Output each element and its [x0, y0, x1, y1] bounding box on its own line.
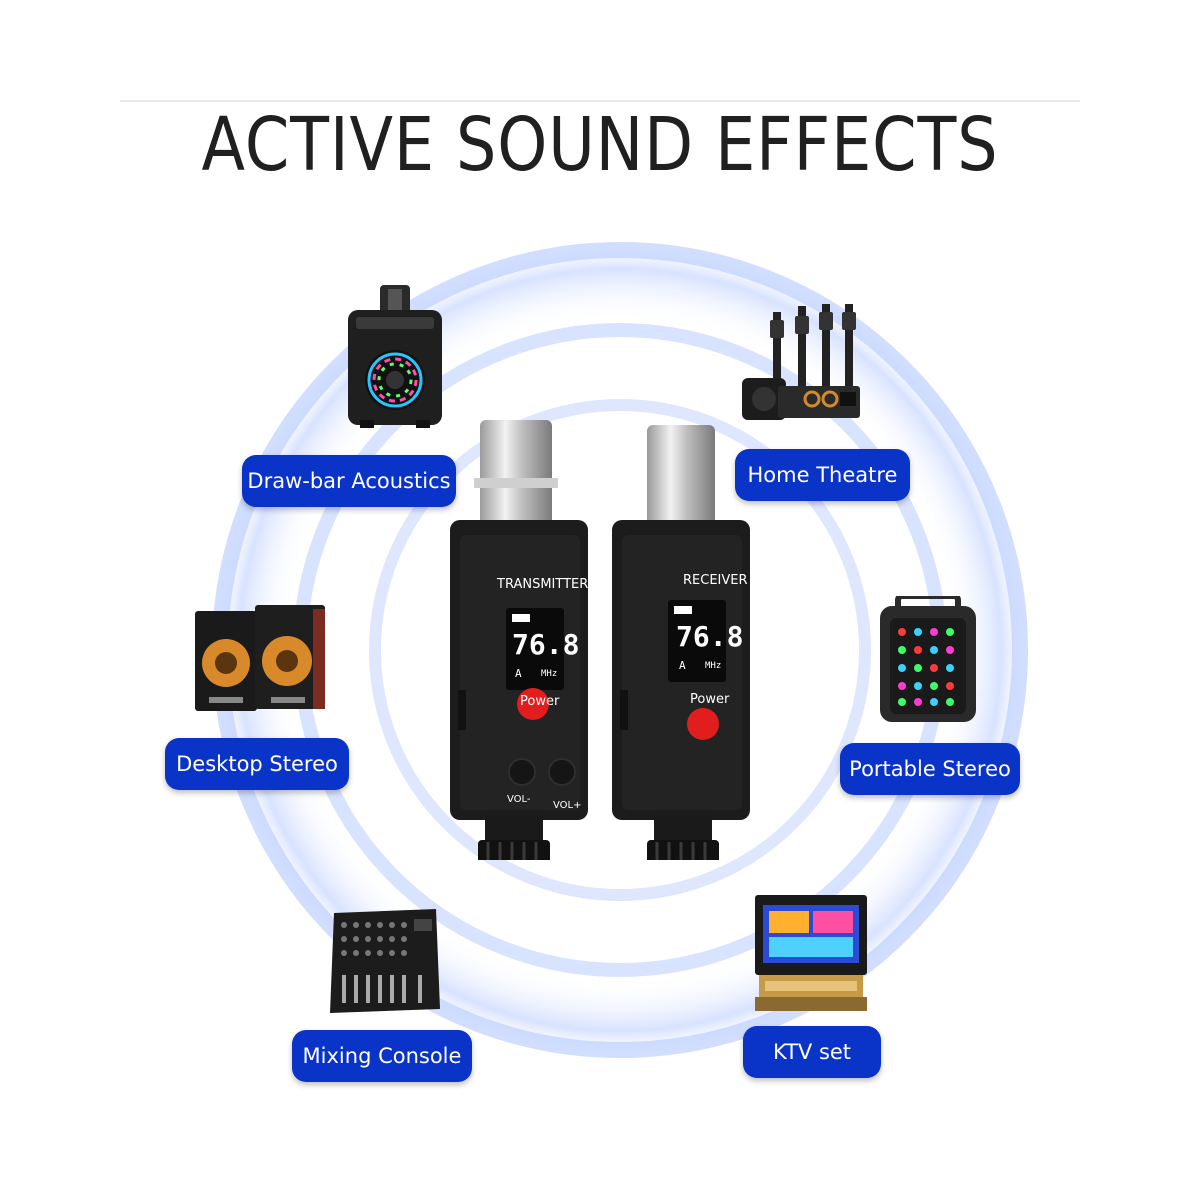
transmitter-label: TRANSMITTER — [497, 577, 589, 592]
transmitter-frequency: 76.8 — [512, 628, 580, 661]
drawbar-speaker-image — [348, 285, 442, 428]
receiver-label: RECEIVER — [683, 573, 748, 588]
label-portable-stereo: Portable Stereo — [840, 743, 1020, 795]
portable-stereo-image — [880, 596, 976, 722]
transmitter-unit — [450, 420, 588, 860]
page-title: ACTIVE SOUND EFFECTS — [201, 102, 999, 188]
mixing-console-image — [330, 909, 440, 1013]
vol-minus-label: VOL- — [507, 794, 531, 805]
vol-plus-label: VOL+ — [553, 800, 582, 811]
receiver-channel: A — [679, 659, 686, 672]
label-ktv-set: KTV set — [743, 1026, 881, 1078]
receiver-power-label: Power — [690, 692, 730, 707]
transmitter-power-label: Power — [520, 694, 560, 709]
receiver-unit — [612, 425, 750, 860]
receiver-frequency: 76.8 — [676, 620, 744, 653]
label-home-theatre: Home Theatre — [735, 449, 910, 501]
home-theatre-image — [742, 304, 860, 420]
receiver-unit-label: MHz — [705, 661, 722, 671]
transmitter-channel: A — [515, 667, 522, 680]
top-divider — [120, 100, 1080, 102]
ktv-set-image — [755, 895, 867, 1011]
label-drawbar-acoustics: Draw-bar Acoustics — [242, 455, 456, 507]
transmitter-unit-label: MHz — [541, 669, 558, 679]
desktop-stereo-image — [195, 605, 325, 711]
label-mixing-console: Mixing Console — [292, 1030, 472, 1082]
label-desktop-stereo: Desktop Stereo — [165, 738, 349, 790]
